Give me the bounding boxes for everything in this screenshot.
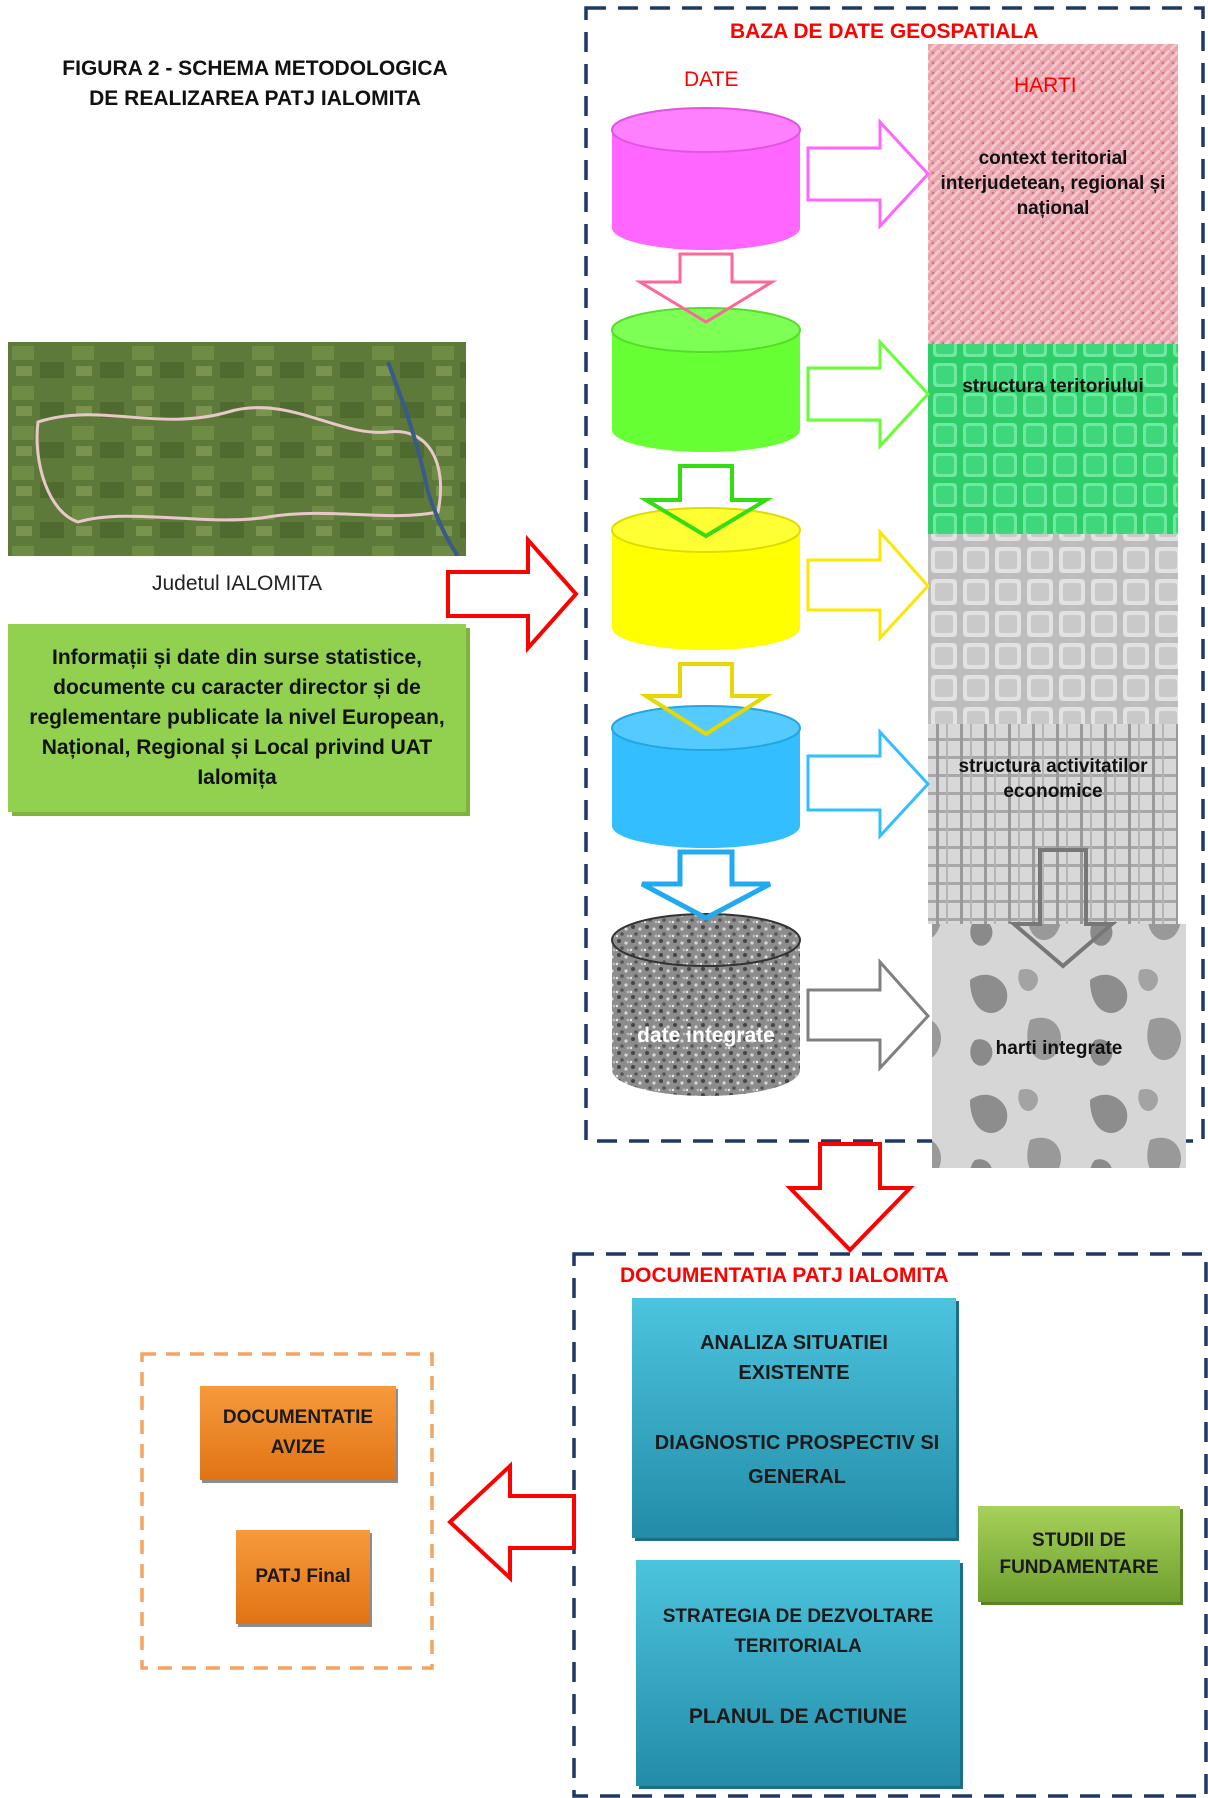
output-arrow — [447, 1461, 576, 1583]
documentation-arrow — [785, 1142, 915, 1253]
output-region — [140, 1352, 434, 1670]
map-label-territory: structura teritoriului — [962, 376, 1144, 397]
down-arrow-2 — [638, 464, 774, 539]
down-arrow-1 — [634, 252, 778, 324]
figure-title-line1: FIGURA 2 - SCHEMA METODOLOGICA — [62, 57, 448, 80]
strategy-box: STRATEGIA DE DEZVOLTARE TERITORIALA PLAN… — [636, 1560, 960, 1786]
cylinder-integrated — [611, 913, 801, 1096]
map-tile-territory — [928, 344, 1178, 534]
cylinder-pink — [611, 107, 801, 250]
figure-title-line2: DE REALIZAREA PATJ IALOMITA — [89, 87, 421, 110]
right-arrow-pink — [806, 118, 931, 230]
documentation-approvals-box: DOCUMENTATIE AVIZE — [200, 1386, 396, 1480]
figure-title: FIGURA 2 - SCHEMA METODOLOGICA DE REALIZ… — [40, 54, 470, 114]
county-caption: Judetul IALOMITA — [151, 572, 322, 595]
analysis-box: ANALIZA SITUATIEI EXISTENTE DIAGNOSTIC P… — [632, 1298, 956, 1538]
map-label-integrated: harti integrate — [995, 1038, 1123, 1059]
info-sources-box: Informații și date din surse statistice,… — [8, 624, 466, 812]
right-arrow-blue — [806, 728, 931, 840]
county-map-graphic — [8, 342, 466, 556]
analysis-label: ANALIZA SITUATIEI EXISTENTE — [700, 1332, 888, 1384]
documentation-region — [572, 1252, 1208, 1798]
cylinder-green — [611, 307, 801, 452]
right-arrow-green — [806, 338, 931, 450]
down-arrow-4 — [640, 849, 772, 921]
map-tile-economic — [928, 724, 1178, 924]
map-label-economic: structura activitatilor economice — [958, 756, 1148, 802]
studies-box: STUDII DE FUNDAMENTARE — [978, 1506, 1180, 1602]
right-arrow-grey — [806, 958, 931, 1072]
integrated-data-label: date integrate — [637, 1024, 775, 1047]
cylinder-yellow — [611, 507, 801, 650]
geodatabase-title: BAZA DE DATE GEOSPATIALA — [730, 20, 1039, 43]
map-tile-context — [928, 44, 1178, 344]
action-plan-label: PLANUL DE ACTIUNE — [688, 1705, 908, 1728]
map-tile-grey — [928, 534, 1178, 724]
strategy-label: STRATEGIA DE DEZVOLTARE TERITORIALA — [662, 1606, 934, 1657]
county-map-image — [8, 342, 466, 556]
grey-down-arrow — [1008, 848, 1118, 969]
input-arrow — [446, 534, 579, 654]
maps-column-label: HARTI — [1014, 74, 1077, 97]
right-arrow-yellow — [806, 528, 931, 642]
data-column-label: DATE — [684, 68, 739, 91]
cylinder-blue — [611, 705, 801, 848]
final-patj-box: PATJ Final — [236, 1530, 370, 1624]
documentation-title: DOCUMENTATIA PATJ IALOMITA — [620, 1264, 949, 1287]
diagnostic-label: DIAGNOSTIC PROSPECTIV SI GENERAL — [654, 1432, 940, 1488]
geodatabase-region — [584, 6, 1205, 1143]
down-arrow-3 — [639, 662, 773, 737]
map-label-context: context teritorial interjudetean, region… — [940, 148, 1166, 219]
